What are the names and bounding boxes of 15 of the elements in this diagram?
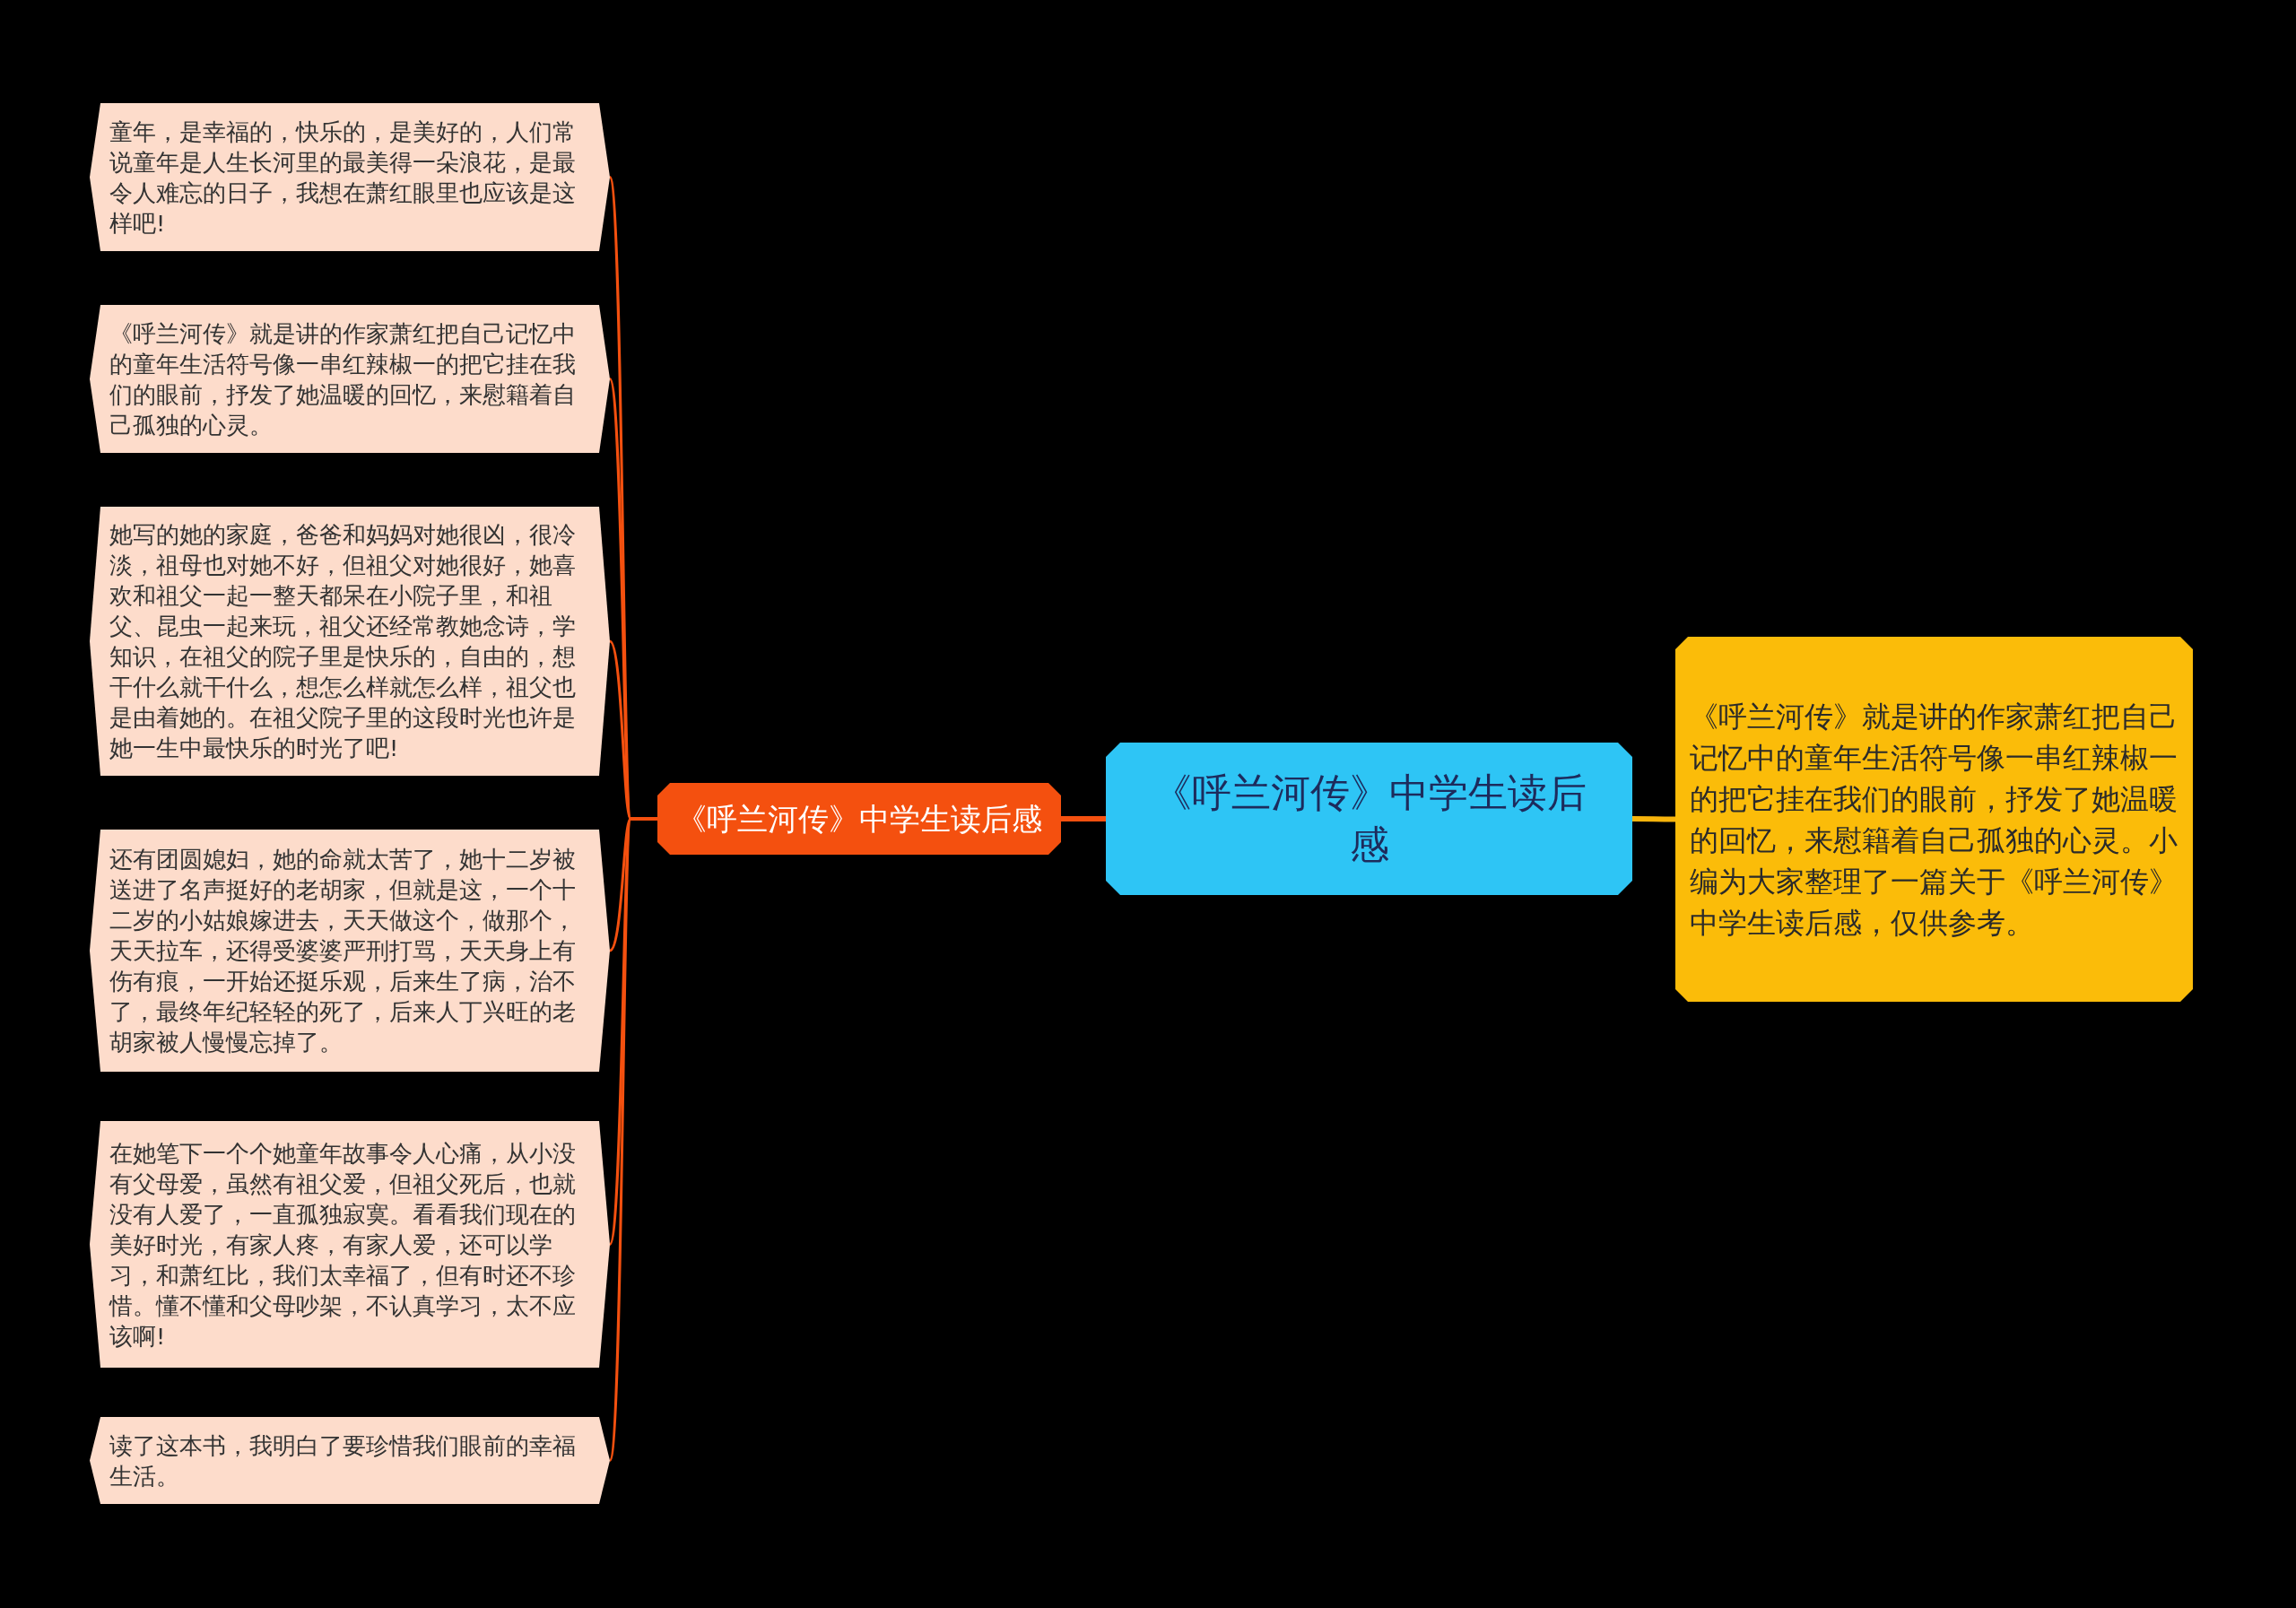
node-text: 《呼兰河传》中学生读后感 bbox=[675, 800, 1043, 839]
node-text: 还有团圆媳妇，她的命就太苦了，她十二岁被送进了名声挺好的老胡家，但就是这，一个十二岁的小姑娘嫁进去，天天做这个，做那个，天天拉车，还得受婆婆严刑打骂，天天身上有伤有痕，一开始还挺乐观，后来生了病，治不了，最终年纪轻轻的死了，后来人丁兴旺的老胡家被人慢慢忘掉了。 bbox=[109, 845, 577, 1057]
node-text: 童年，是幸福的，快乐的，是美好的，人们常说童年是人生长河里的最美得一朵浪花，是最令人难忘的日子，我想在萧红眼里也应该是这样吧! bbox=[109, 117, 577, 239]
node-text: 《呼兰河传》就是讲的作家萧红把自己记忆中的童年生活符号像一串红辣椒一的把它挂在我们的眼前，抒发了她温暖的回忆，来慰籍着自己孤独的心灵。小编为大家整理了一篇关于《呼兰河传》中学生读后感，仅供参考。 bbox=[1690, 698, 2179, 942]
node-text: 读了这本书，我明白了要珍惜我们眼前的幸福生活。 bbox=[109, 1430, 577, 1491]
branch-box bbox=[657, 783, 1061, 855]
topic-box bbox=[1106, 743, 1632, 895]
node-text: 《呼兰河传》中学生读后感 bbox=[1151, 769, 1587, 869]
note-box bbox=[1675, 637, 2193, 1002]
leaf-box bbox=[90, 1417, 610, 1504]
node-text: 在她笔下一个个她童年故事令人心痛，从小没有父母爱，虽然有祖父爱，但祖父死后，也就没有人爱了，一直孤独寂寞。看看我们现在的美好时光，有家人疼，有家人爱，还可以学习，和萧红比，我们太幸福了，但有时还不珍惜。懂不懂和父母吵架，不认真学习，太不应该啊! bbox=[109, 1138, 577, 1352]
connector-line bbox=[1061, 816, 1106, 821]
node-text: 《呼兰河传》就是讲的作家萧红把自己记忆中的童年生活符号像一串红辣椒一的把它挂在我们的眼前，抒发了她温暖的回忆，来慰籍着自己孤独的心灵。 bbox=[109, 318, 577, 440]
node-text: 她写的她的家庭，爸爸和妈妈对她很凶，很冷淡，祖母也对她不好，但祖父对她很好，她喜欢和祖父一起一整天都呆在小院子里，和祖父、昆虫一起来玩，祖父还经常教她念诗，学知识，在祖父的院子里是快乐的，自由的，想干什么就干什么，想怎么样就怎么样，祖父也是由着她的。在祖父院子里的这段时光也许是她一生中最快乐的时光了吧! bbox=[109, 520, 577, 763]
connector-line bbox=[1632, 816, 1675, 822]
